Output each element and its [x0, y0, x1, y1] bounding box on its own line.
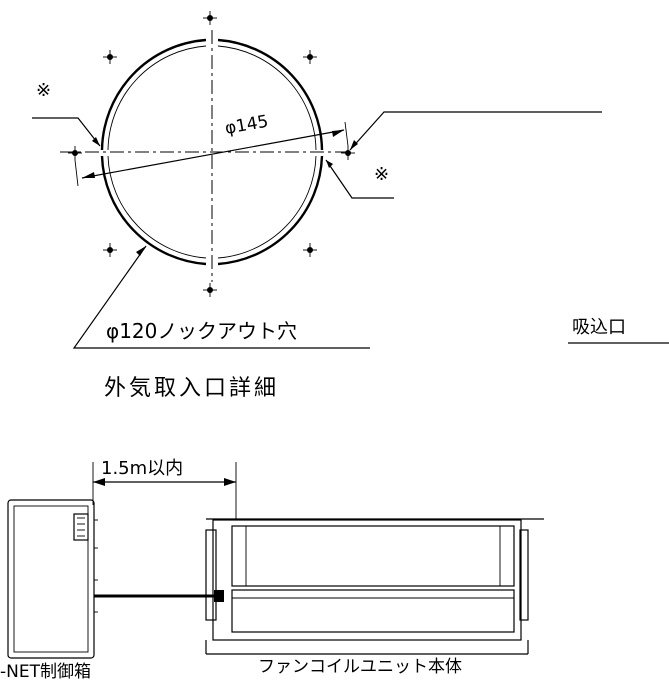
- suction-label-group: 吸込口: [568, 317, 669, 344]
- knockout-circle: [100, 38, 324, 266]
- mounting-hole-marker: [68, 146, 82, 160]
- connecting-cable: [94, 590, 224, 602]
- mounting-hole-marker: [303, 243, 317, 257]
- note-mark-right: ※: [374, 164, 389, 185]
- fan-coil-label: ファンコイルユニット本体: [258, 657, 462, 677]
- pitch-diameter-label: φ145: [223, 112, 269, 139]
- fan-coil-unit: ファンコイルユニット本体: [205, 518, 544, 677]
- detail-title: 外気取入口詳細: [104, 376, 279, 401]
- suction-label: 吸込口: [572, 317, 626, 338]
- mounting-holes-leader: [349, 111, 602, 151]
- mounting-hole-marker: [103, 50, 117, 64]
- knockout-leader: [72, 245, 370, 349]
- mounting-hole-marker: [203, 11, 217, 25]
- bottom-assembly: 1.5m以内 -NET制御箱: [0, 458, 544, 682]
- mounting-hole-marker: [203, 283, 217, 297]
- knockout-label: φ120ノックアウト穴: [106, 319, 297, 343]
- distance-label: 1.5m以内: [101, 458, 183, 479]
- outside-air-inlet-detail: φ145 ※ ※ φ120ノックアウト穴 外気取入口詳細: [32, 11, 602, 401]
- note-mark-left: ※: [36, 80, 51, 101]
- note-leader-left: [32, 117, 101, 147]
- mounting-hole-marker: [341, 146, 355, 160]
- control-box: -NET制御箱: [0, 499, 98, 682]
- control-box-label: -NET制御箱: [0, 662, 91, 682]
- mounting-hole-marker: [103, 243, 117, 257]
- distance-dimension: 1.5m以内: [92, 458, 237, 520]
- note-leader-right: [325, 159, 394, 199]
- mounting-hole-marker: [303, 50, 317, 64]
- mounting-hole-markers: [68, 11, 355, 297]
